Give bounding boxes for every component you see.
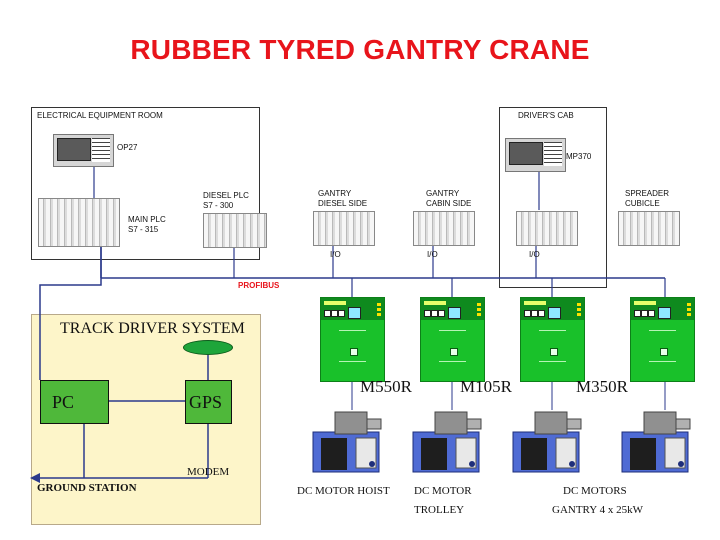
main-plc-label-1: MAIN PLC [128,215,166,224]
drive-trolley [420,297,485,382]
drivers-cab-label: DRIVER'S CAB [518,111,574,120]
ground-station-arrowhead [30,473,40,483]
diesel-plc-label-1: DIESEL PLC [203,191,249,200]
gantry-cabin-label-1: GANTRY [426,189,460,198]
ground-station-label: GROUND STATION [37,482,137,494]
electrical-room-label: ELECTRICAL EQUIPMENT ROOM [37,111,163,120]
motor-hoist-icon [312,411,382,473]
mp370-panel [505,138,566,172]
motor-gantry-label-1: DC MOTORS [563,485,627,497]
gantry-diesel-rack [313,211,375,246]
plc-to-pc-link [39,245,102,380]
motor-gantry-1-icon [512,411,582,473]
drive-label-m350r: M350R [576,377,628,396]
drive-hoist [320,297,385,382]
pc-label: PC [52,392,75,412]
op27-display [57,138,91,161]
gantry-cabin-rack [413,211,475,246]
drive-label-m550r: M550R [360,377,412,396]
motor-hoist-label: DC MOTOR HOIST [297,485,390,497]
drivers-cab-room [499,107,607,288]
diesel-plc-label-2: S7 - 300 [203,201,234,210]
gantry-cabin-label-2: CABIN SIDE [426,199,472,208]
io-label-3: I/O [529,250,540,259]
motor-trolley-label-2: TROLLEY [414,504,465,516]
modem-label: MODEM [187,466,230,478]
op27-label: OP27 [117,143,138,152]
drive-gantry-2 [630,297,695,382]
mp370-label: MP370 [566,152,592,161]
pc-box [40,380,109,424]
main-plc-rack [38,198,120,247]
main-plc-label-2: S7 - 315 [128,225,159,234]
motor-trolley-label-1: DC MOTOR [414,485,472,497]
op27-keypad [92,138,110,162]
motor-gantry-label-2: GANTRY 4 x 25kW [552,504,643,516]
io-label-2: I/O [427,250,438,259]
gps-antenna-icon [183,340,233,355]
diagram-title: RUBBER TYRED GANTRY CRANE [130,34,590,65]
drive-gantry-1 [520,297,585,382]
diesel-plc-rack [203,213,267,248]
motor-trolley-icon [412,411,482,473]
gantry-diesel-label-2: DIESEL SIDE [318,199,368,208]
gps-label: GPS [189,392,223,412]
track-driver-system-title: TRACK DRIVER SYSTEM [60,320,245,337]
spreader-label-1: SPREADER [625,189,670,198]
profibus-label: PROFIBUS [238,281,280,290]
io-label-1: I/O [330,250,341,259]
cabin-plc-rack [516,211,578,246]
gps-box [185,380,232,424]
motor-gantry-2-icon [621,411,691,473]
spreader-rack [618,211,680,246]
op27-panel [53,134,114,167]
mp370-keypad [544,142,562,166]
gantry-diesel-label-1: GANTRY [318,189,352,198]
spreader-label-2: CUBICLE [625,199,660,208]
drive-label-m105r: M105R [460,377,512,396]
mp370-display [509,142,543,165]
